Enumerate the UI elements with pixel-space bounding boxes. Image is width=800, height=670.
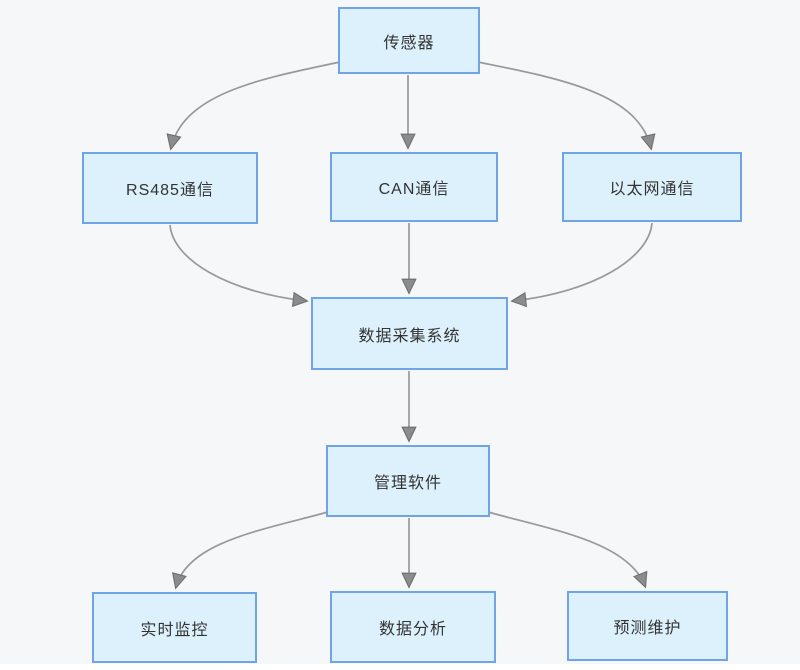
node-sensor: 传感器: [338, 7, 480, 74]
node-rs485-comm: RS485通信: [82, 152, 258, 224]
node-rs485-comm-label: RS485通信: [126, 182, 214, 199]
node-predictive-maintenance-label: 预测维护: [613, 620, 682, 637]
node-sensor-label: 传感器: [383, 34, 435, 52]
node-can-comm-label: CAN通信: [378, 181, 450, 198]
node-ethernet-comm: 以太网通信: [562, 152, 742, 222]
node-data-acquisition-system: 数据采集系统: [311, 297, 508, 370]
node-data-analysis-label: 数据分析: [378, 621, 447, 638]
node-can-comm: CAN通信: [330, 152, 498, 222]
node-data-analysis: 数据分析: [330, 591, 496, 663]
node-ethernet-comm-label: 以太网通信: [609, 181, 695, 198]
node-predictive-maintenance: 预测维护: [567, 591, 728, 661]
node-management-software: 管理软件: [326, 445, 490, 517]
node-management-software-label: 管理软件: [373, 475, 442, 492]
node-realtime-monitoring-label: 实时监控: [140, 621, 209, 639]
node-data-acquisition-system-label: 数据采集系统: [358, 327, 461, 345]
node-realtime-monitoring: 实时监控: [92, 592, 257, 663]
